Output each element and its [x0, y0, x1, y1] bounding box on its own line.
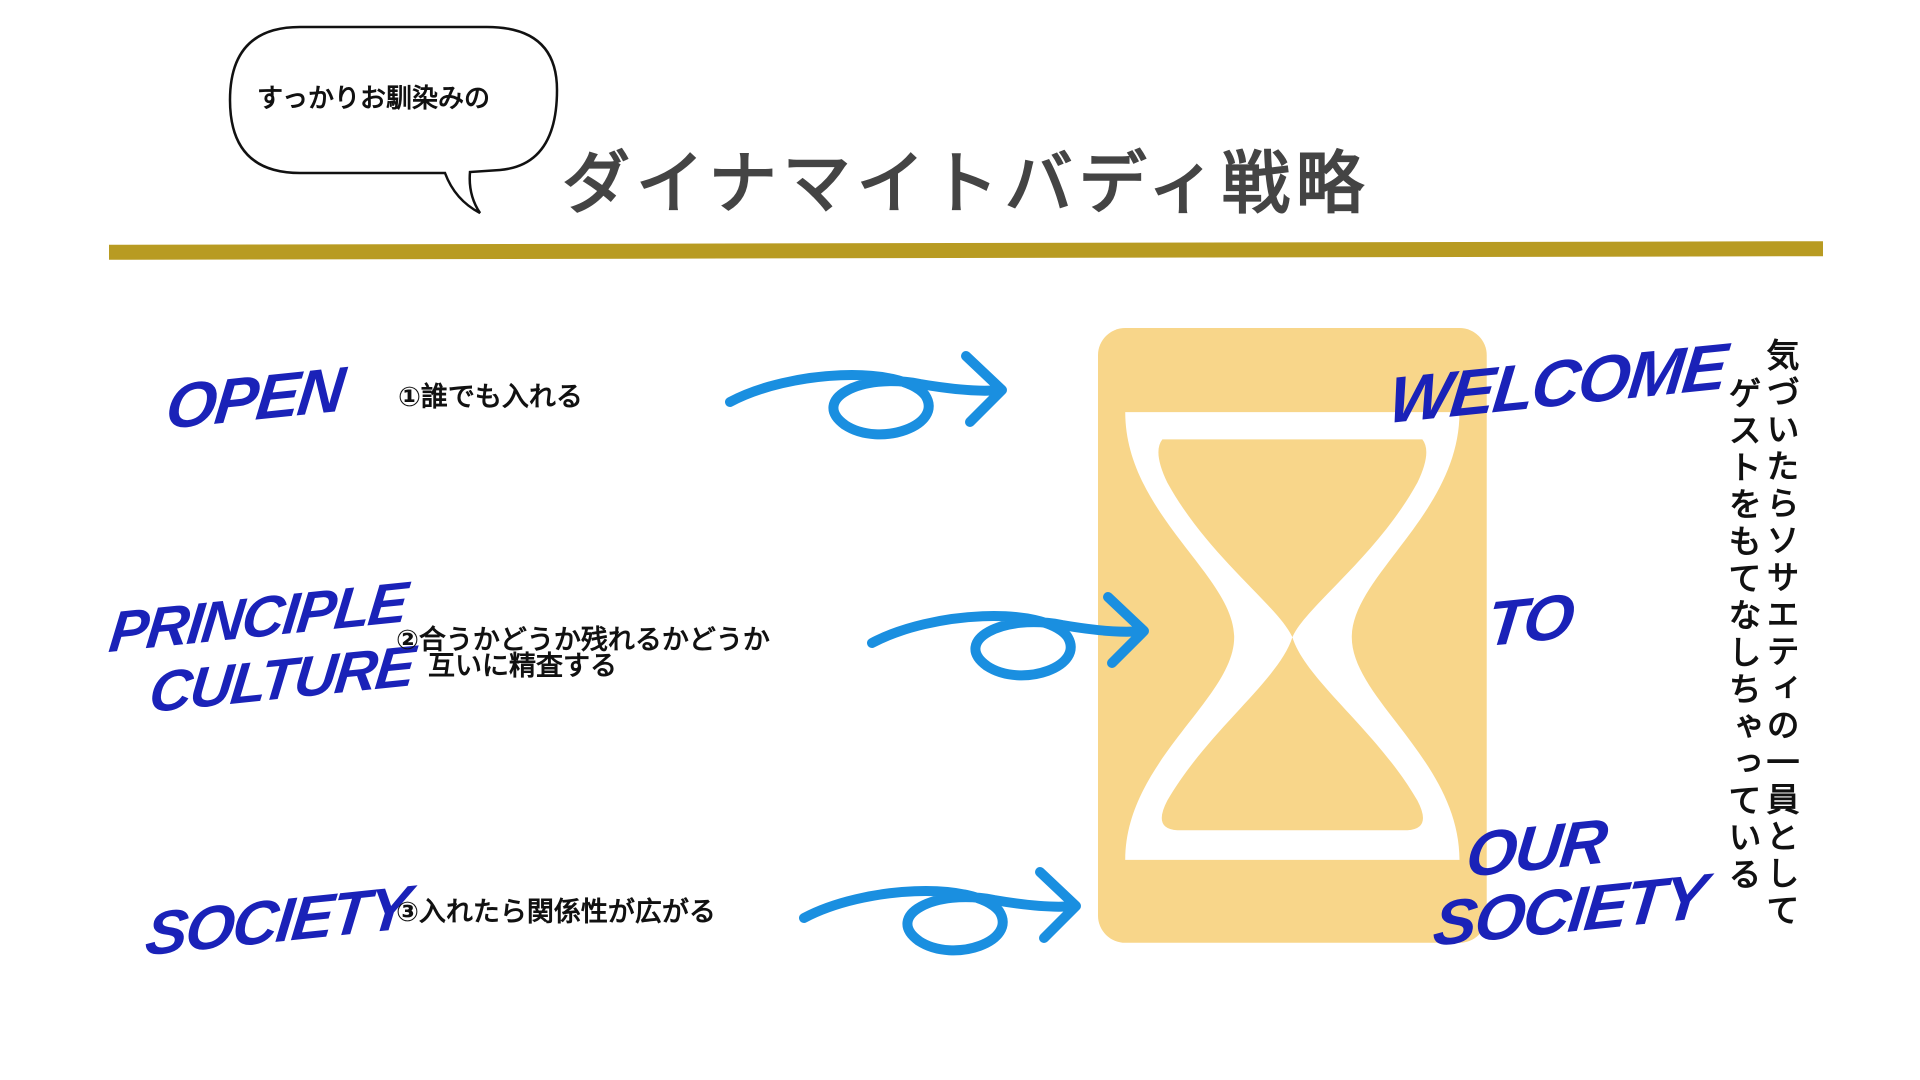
curly-arrow-icon: [867, 592, 1149, 681]
label-society: SOCIETY: [142, 873, 413, 970]
vertical-text-col2: ゲストをもてなしちゃっている: [1723, 376, 1762, 894]
page-title: ダイナマイトバディ戦略: [562, 145, 1370, 224]
speech-bubble: [228, 25, 559, 215]
vertical-text-col1: 気づいたらソサエティの一員として: [1761, 338, 1800, 930]
item-2-line2: 互いに精査する: [428, 651, 617, 682]
item-2-line1: ②合うかどうか残れるかどうか: [396, 625, 770, 656]
item-3: ③入れたら関係性が広がる: [396, 897, 716, 928]
speech-bubble-text: すっかりお馴染みの: [257, 84, 490, 114]
curly-arrow-icon: [725, 351, 1007, 440]
label-to: TO: [1483, 579, 1577, 661]
curly-arrow-icon: [799, 867, 1081, 956]
item-1: ①誰でも入れる: [398, 382, 583, 413]
divider: [108, 241, 1824, 260]
label-welcome: WELCOME: [1385, 328, 1730, 438]
label-open: OPEN: [162, 353, 347, 443]
